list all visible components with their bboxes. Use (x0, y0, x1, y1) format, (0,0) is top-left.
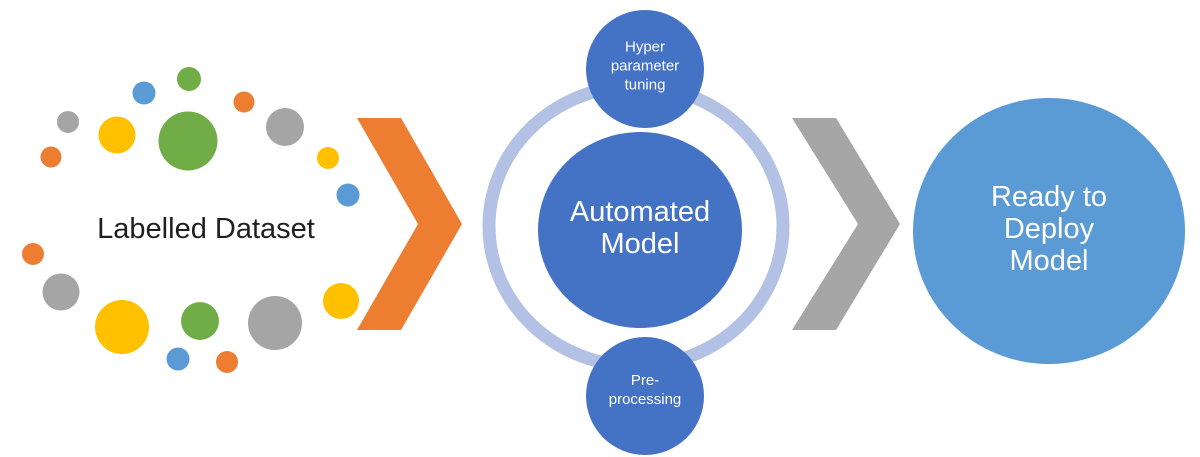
dataset-dot-green (181, 302, 219, 340)
dataset-dot-yellow (323, 283, 359, 319)
dataset-dot-gray (248, 296, 302, 350)
dataset-dot-blue (336, 183, 360, 207)
dataset-dot-gray (57, 111, 79, 133)
dataset-dot-yellow (98, 116, 136, 154)
dataset-dot-gray (266, 108, 304, 146)
dataset-dots (22, 67, 360, 373)
dataset-dot-orange (216, 351, 238, 373)
dataset-dot-green (158, 111, 218, 171)
dataset-dot-blue (166, 347, 190, 371)
ready-to-deploy-node (913, 98, 1185, 364)
dataset-dot-yellow (317, 147, 339, 169)
dataset-dot-orange (22, 243, 44, 265)
preprocessing-node (586, 337, 704, 455)
dataset-dot-orange (233, 91, 255, 113)
dataset-dot-green (177, 67, 201, 91)
dataset-dot-gray (42, 273, 80, 311)
arrow-model-to-deploy-icon (792, 118, 900, 330)
dataset-dot-blue (132, 81, 156, 105)
hyperparameter-tuning-node (586, 10, 704, 128)
arrow-dataset-to-model-icon (357, 118, 462, 330)
dataset-dot-orange (40, 146, 62, 168)
dataset-dot-yellow (95, 300, 149, 354)
automated-model-node (538, 132, 742, 328)
